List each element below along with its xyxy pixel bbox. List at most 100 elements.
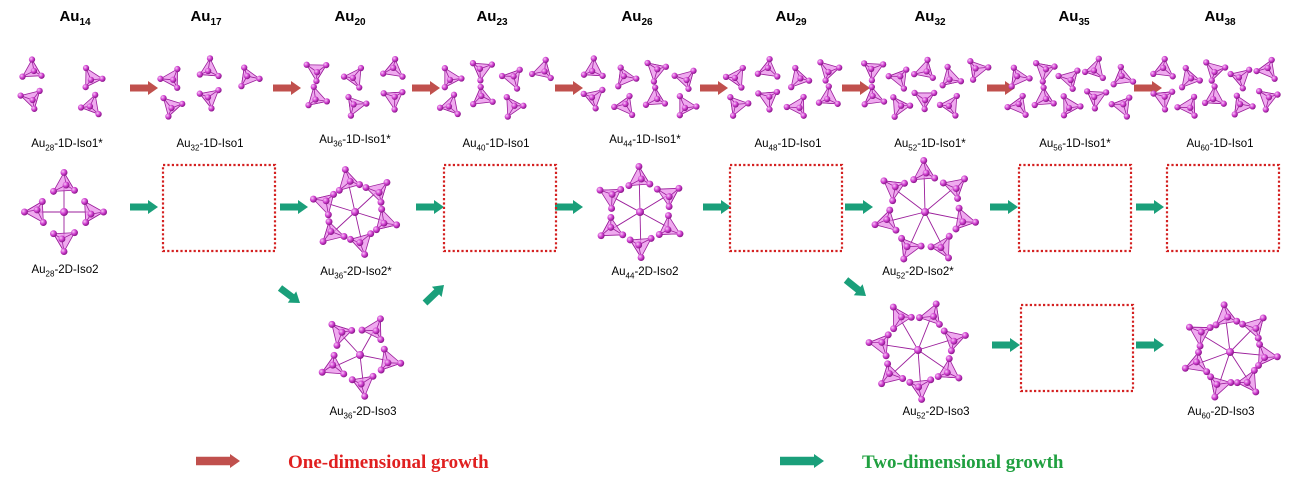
red-arrow-1 bbox=[273, 81, 301, 95]
gold-atom bbox=[740, 65, 746, 71]
gold-atom bbox=[1252, 325, 1259, 332]
gold-atom bbox=[878, 339, 885, 346]
gold-atom bbox=[682, 105, 688, 111]
gold-atom bbox=[1187, 105, 1193, 111]
gold-atom bbox=[1043, 96, 1049, 102]
gold-atom bbox=[390, 65, 396, 71]
label-au32-1d-iso1: Au32-1D-Iso1 bbox=[135, 138, 285, 152]
tetrahedron bbox=[1033, 60, 1058, 85]
green-arrow-diag-down-au36 bbox=[278, 285, 300, 303]
gold-atom bbox=[314, 69, 320, 75]
gold-atom bbox=[1252, 388, 1259, 395]
gold-atom bbox=[88, 77, 94, 83]
label-au44-2d-iso2: Au44-2D-Iso2 bbox=[570, 266, 720, 280]
gold-atom bbox=[1244, 379, 1251, 386]
tetrahedron bbox=[19, 56, 44, 79]
tetrahedron bbox=[916, 300, 943, 327]
tetrahedron bbox=[197, 55, 222, 79]
gold-atom bbox=[900, 256, 907, 263]
gold-atom bbox=[591, 55, 597, 61]
gold-atom bbox=[901, 85, 907, 91]
gold-atom bbox=[1150, 71, 1156, 77]
gold-atom bbox=[1211, 394, 1218, 401]
cluster-row1-0 bbox=[18, 56, 106, 117]
gold-atom bbox=[738, 84, 744, 90]
gold-atom bbox=[930, 75, 936, 81]
gold-atom bbox=[581, 91, 587, 97]
gold-atom bbox=[835, 101, 841, 107]
tetrahedron bbox=[1253, 57, 1277, 82]
gold-atom bbox=[378, 206, 385, 213]
gold-atom bbox=[1120, 101, 1126, 107]
tetrahedron bbox=[380, 56, 406, 80]
gold-atom bbox=[941, 328, 948, 335]
legend-red-label: One-dimensional growth bbox=[288, 452, 489, 474]
gold-atom bbox=[898, 313, 905, 320]
gold-atom bbox=[652, 84, 658, 90]
gold-atom bbox=[520, 103, 526, 109]
gold-atom bbox=[1198, 329, 1205, 336]
gold-atom bbox=[1091, 67, 1097, 73]
gold-atom bbox=[1160, 65, 1166, 71]
gold-atom bbox=[933, 300, 940, 307]
gold-atom bbox=[792, 65, 798, 71]
gold-atom bbox=[901, 180, 908, 187]
tetrahedron bbox=[861, 60, 886, 83]
tetrahedron bbox=[597, 186, 625, 212]
tetrahedron bbox=[160, 95, 185, 120]
gold-atom bbox=[918, 243, 925, 250]
gold-atom bbox=[319, 369, 326, 376]
gold-atom bbox=[341, 74, 347, 80]
label-au60-1d-iso1: Au60-1D-Iso1 bbox=[1145, 138, 1295, 152]
tetrahedron bbox=[755, 89, 780, 113]
gold-atom bbox=[383, 179, 390, 186]
gold-atom bbox=[648, 235, 655, 242]
gold-atom bbox=[359, 327, 366, 334]
gold-atom bbox=[598, 232, 605, 239]
gold-atom bbox=[1234, 379, 1241, 386]
gold-atom bbox=[599, 87, 605, 93]
gold-atom bbox=[952, 226, 959, 233]
green-arrow-9 bbox=[1136, 338, 1164, 352]
gold-atom bbox=[633, 75, 639, 81]
green-arrow-0 bbox=[130, 200, 158, 214]
gold-atom bbox=[1182, 365, 1189, 372]
gold-atom bbox=[950, 338, 957, 345]
gold-atom bbox=[1041, 84, 1047, 90]
gold-atom bbox=[370, 373, 377, 380]
tetrahedron bbox=[341, 65, 364, 91]
tetrahedron bbox=[529, 57, 554, 81]
tetrahedron bbox=[928, 233, 953, 262]
gold-atom bbox=[165, 113, 171, 119]
red-arrow-0 bbox=[130, 81, 158, 95]
gold-atom bbox=[788, 84, 794, 90]
tetrahedron bbox=[1111, 64, 1137, 88]
gold-atom bbox=[903, 66, 909, 72]
gold-atom bbox=[1253, 68, 1259, 74]
gold-atom bbox=[755, 71, 761, 77]
cluster-row1-6 bbox=[861, 57, 991, 120]
gold-atom bbox=[244, 73, 250, 79]
gold-atom bbox=[1210, 96, 1216, 102]
gold-atom bbox=[478, 84, 484, 90]
gold-atom bbox=[367, 230, 374, 237]
cluster-au60-2d-iso3 bbox=[1182, 301, 1281, 400]
gold-atom bbox=[1020, 93, 1026, 99]
gold-atom bbox=[378, 199, 385, 206]
gold-atom bbox=[348, 327, 355, 334]
tetrahedron bbox=[1179, 65, 1203, 90]
tetrahedron bbox=[755, 56, 781, 80]
gold-atom bbox=[774, 73, 780, 79]
gold-atom bbox=[170, 77, 176, 83]
gold-atom bbox=[1232, 111, 1238, 117]
gold-atom bbox=[766, 56, 772, 62]
gold-atom bbox=[82, 219, 89, 226]
gold-atom bbox=[914, 346, 922, 354]
gold-atom bbox=[333, 342, 340, 349]
tetrahedron bbox=[437, 92, 461, 117]
tetrahedron bbox=[1182, 349, 1210, 375]
gold-atom bbox=[953, 185, 960, 192]
gold-atom bbox=[1118, 73, 1124, 79]
gold-atom bbox=[197, 91, 203, 97]
gold-atom bbox=[1203, 59, 1209, 65]
